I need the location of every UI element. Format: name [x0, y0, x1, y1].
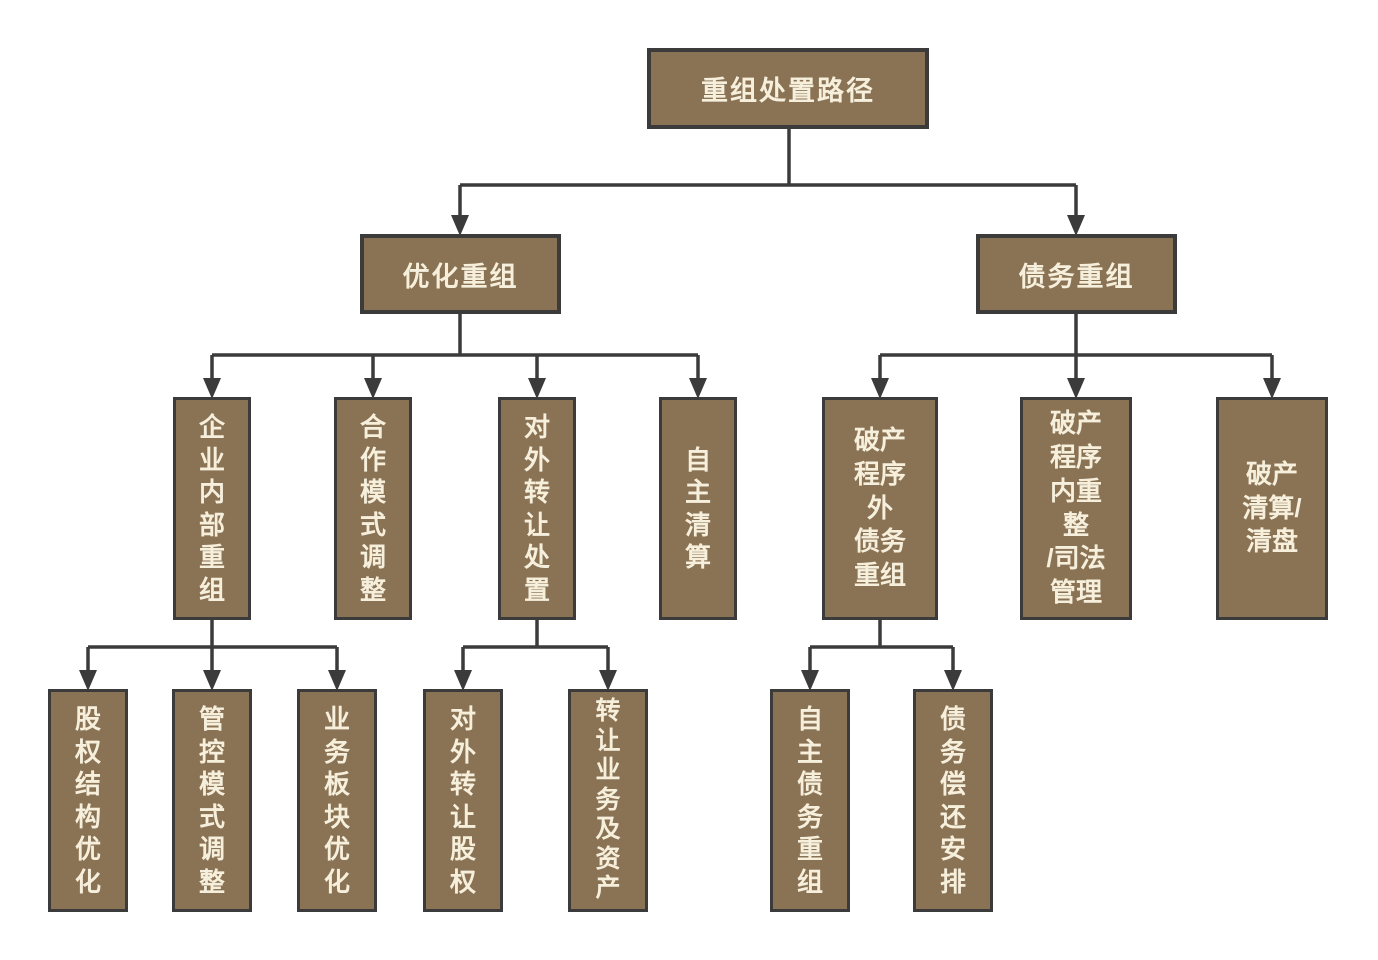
node-business-segment-optimization: 业 务 板 块 优 化	[297, 689, 377, 912]
node-debt-restructuring: 债务重组	[976, 234, 1177, 314]
node-equity-structure-optimization: 股 权 结 构 优 化	[48, 689, 128, 912]
node-management-control-model-adjustment: 管 控 模 式 调 整	[172, 689, 252, 912]
node-external-equity-transfer: 对 外 转 让 股 权	[423, 689, 503, 912]
node-external-transfer-disposal: 对 外 转 让 处 置	[498, 397, 576, 620]
node-restructuring-disposal-path: 重组处置路径	[647, 48, 929, 129]
node-self-liquidation: 自 主 清 算	[659, 397, 737, 620]
node-out-of-court-debt-restructuring: 破产 程序 外 债务 重组	[822, 397, 938, 620]
node-debt-repayment-arrangement: 债 务 偿 还 安 排	[913, 689, 993, 912]
node-optimization-restructuring: 优化重组	[360, 234, 561, 314]
node-bankruptcy-liquidation-winding-up: 破产 清算/ 清盘	[1216, 397, 1328, 620]
node-transfer-business-and-assets: 转 让 业 务 及 资 产	[568, 689, 648, 912]
node-in-bankruptcy-reorganization-judicial-management: 破产 程序 内重 整 /司法 管理	[1020, 397, 1132, 620]
node-internal-corporate-restructuring: 企 业 内 部 重 组	[173, 397, 251, 620]
node-cooperation-model-adjustment: 合 作 模 式 调 整	[334, 397, 412, 620]
node-self-directed-debt-restructuring: 自 主 债 务 重 组	[770, 689, 850, 912]
